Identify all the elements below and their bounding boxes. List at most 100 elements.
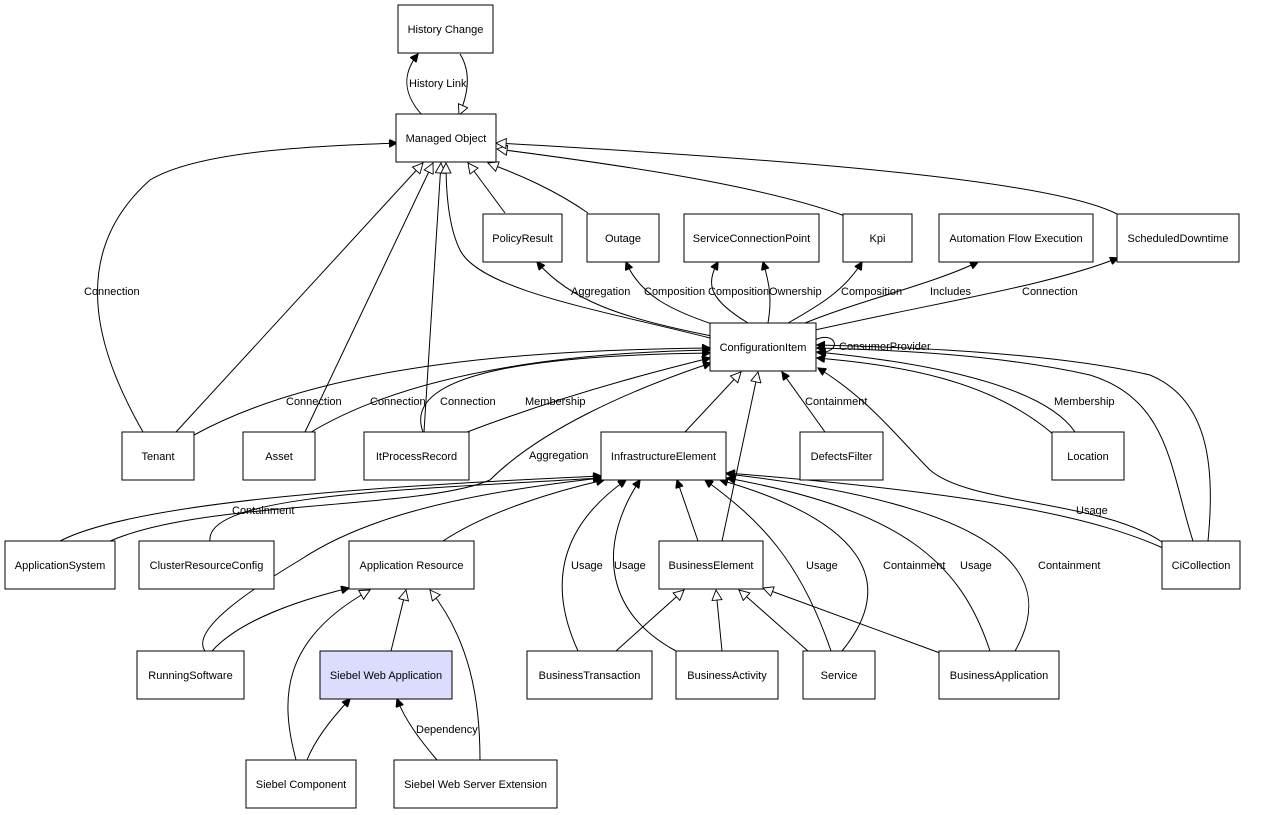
svg-text:Connection: Connection xyxy=(370,396,426,408)
node-ci-collection[interactable]: CiCollection xyxy=(1161,540,1241,590)
node-automation-flow-execution[interactable]: Automation Flow Execution xyxy=(938,213,1094,263)
svg-text:Includes: Includes xyxy=(930,286,971,298)
edge-policyresult-managed-object xyxy=(468,163,506,214)
svg-text:InfrastructureElement: InfrastructureElement xyxy=(611,451,716,463)
node-business-element[interactable]: BusinessElement xyxy=(658,540,764,590)
node-policy-result[interactable]: PolicyResult xyxy=(482,213,563,263)
node-managed-object[interactable]: Managed Object xyxy=(395,113,497,163)
edge-bt-ie-usage: Usage xyxy=(561,480,626,652)
edge-itpr-ci-membership: Membership xyxy=(461,358,710,435)
node-business-activity[interactable]: BusinessActivity xyxy=(675,650,779,700)
svg-text:Composition: Composition xyxy=(644,286,705,298)
svg-text:Containment: Containment xyxy=(1038,560,1100,572)
edge-ba-ie-usage: Usage xyxy=(612,480,677,652)
node-siebel-web-server-extension[interactable]: Siebel Web Server Extension xyxy=(393,759,558,809)
svg-text:Managed Object: Managed Object xyxy=(406,133,487,145)
svg-text:Composition: Composition xyxy=(841,286,902,298)
edge-cicollection-ci-membership xyxy=(818,368,1163,543)
node-cluster-resource-config[interactable]: ClusterResourceConfig xyxy=(138,540,275,590)
edge-asset-ci-connection: Connection xyxy=(307,350,710,435)
edge-runningsoftware-ie xyxy=(202,478,601,652)
svg-text:PolicyResult: PolicyResult xyxy=(492,233,553,245)
edge-itprocessrecord-managed-object xyxy=(423,163,441,433)
node-outage[interactable]: Outage xyxy=(586,213,660,263)
edge-ci-scp-ownership: Ownership xyxy=(763,262,822,324)
edge-service-ie-usage: Containment xyxy=(720,480,945,652)
node-tenant[interactable]: Tenant xyxy=(121,431,195,481)
edge-swse-ar xyxy=(430,590,481,761)
node-kpi[interactable]: Kpi xyxy=(842,213,913,263)
node-siebel-component[interactable]: Siebel Component xyxy=(245,759,357,809)
node-running-software[interactable]: RunningSoftware xyxy=(136,650,245,700)
node-scheduled-downtime[interactable]: ScheduledDowntime xyxy=(1116,213,1240,263)
node-asset[interactable]: Asset xyxy=(242,431,316,481)
svg-text:Outage: Outage xyxy=(605,233,641,245)
node-service-connection-point[interactable]: ServiceConnectionPoint xyxy=(683,213,820,263)
edge-tenant-ci-connection: Connection xyxy=(193,348,710,436)
svg-text:ItProcessRecord: ItProcessRecord xyxy=(376,451,457,463)
node-location[interactable]: Location xyxy=(1051,431,1125,481)
edge-service-be xyxy=(739,590,809,652)
edge-itpr-ci-connection: Connection xyxy=(420,353,710,433)
edge-outage-managed-object xyxy=(488,163,589,214)
svg-text:Connection: Connection xyxy=(1022,286,1078,298)
svg-text:Usage: Usage xyxy=(1076,505,1108,517)
edge-cicollection-ie-usage: Usage xyxy=(727,473,1164,549)
svg-text:Membership: Membership xyxy=(525,396,586,408)
node-infrastructure-element[interactable]: InfrastructureElement xyxy=(600,431,727,481)
node-history-change[interactable]: History Change xyxy=(397,4,494,54)
node-business-transaction[interactable]: BusinessTransaction xyxy=(526,650,653,700)
node-business-application[interactable]: BusinessApplication xyxy=(938,650,1060,700)
svg-text:Application Resource: Application Resource xyxy=(360,560,464,572)
edge-defectsfilter-ci-containment: Containment xyxy=(782,372,867,433)
node-service[interactable]: Service xyxy=(802,650,876,700)
edge-ci-scp-composition: Composition xyxy=(708,262,769,324)
edge-ci-policyresult-aggregation: Aggregation xyxy=(537,262,713,337)
svg-text:ScheduledDowntime: ScheduledDowntime xyxy=(1128,233,1229,245)
edge-be-ie-usage xyxy=(677,480,699,542)
svg-text:BusinessTransaction: BusinessTransaction xyxy=(539,670,641,682)
svg-text:ServiceConnectionPoint: ServiceConnectionPoint xyxy=(693,233,810,245)
svg-text:ConfigurationItem: ConfigurationItem xyxy=(720,342,807,354)
edge-kpi-managed-object xyxy=(497,149,846,217)
svg-text:Dependency: Dependency xyxy=(416,724,478,736)
edge-appsys-ie xyxy=(59,476,601,542)
svg-text:History Link: History Link xyxy=(409,78,467,90)
svg-text:Automation Flow Execution: Automation Flow Execution xyxy=(949,233,1082,245)
edge-history-link: History Link xyxy=(406,54,467,116)
svg-text:Siebel Web Server Extension: Siebel Web Server Extension xyxy=(404,779,547,791)
svg-text:Aggregation: Aggregation xyxy=(571,286,630,298)
svg-text:Containment: Containment xyxy=(232,505,294,517)
node-defects-filter[interactable]: DefectsFilter xyxy=(799,431,884,481)
svg-text:Aggregation: Aggregation xyxy=(529,450,588,462)
svg-text:BusinessElement: BusinessElement xyxy=(669,560,754,572)
svg-text:Asset: Asset xyxy=(265,451,293,463)
svg-text:Ownership: Ownership xyxy=(769,286,822,298)
svg-text:ApplicationSystem: ApplicationSystem xyxy=(15,560,106,572)
svg-text:ClusterResourceConfig: ClusterResourceConfig xyxy=(150,560,264,572)
node-application-system[interactable]: ApplicationSystem xyxy=(4,540,116,590)
edge-ci-scheduleddowntime-connection: Connection xyxy=(814,258,1118,331)
edge-be-ci xyxy=(721,372,758,542)
node-configuration-item[interactable]: ConfigurationItem xyxy=(709,322,817,372)
svg-text:Usage: Usage xyxy=(806,560,838,572)
edge-cicollection-ci-containment xyxy=(817,345,1211,542)
svg-text:Connection: Connection xyxy=(84,286,140,298)
node-application-resource[interactable]: Application Resource xyxy=(348,540,475,590)
svg-text:Location: Location xyxy=(1067,451,1109,463)
node-it-process-record[interactable]: ItProcessRecord xyxy=(363,431,470,481)
edge-ie-ci xyxy=(684,372,741,433)
edge-appsys-ci-aggregation: Aggregation xyxy=(107,363,711,543)
edge-history-inheritance xyxy=(459,53,467,115)
edge-bapp-be xyxy=(763,588,941,654)
svg-text:Service: Service xyxy=(821,670,858,682)
edge-configurationitem-managed-object xyxy=(446,163,711,339)
svg-text:Siebel Web Application: Siebel Web Application xyxy=(330,670,442,682)
node-siebel-web-application[interactable]: Siebel Web Application xyxy=(319,650,453,700)
edge-bapp-ie-usage: Containment xyxy=(727,474,1100,652)
svg-text:DefectsFilter: DefectsFilter xyxy=(811,451,873,463)
svg-text:Containment: Containment xyxy=(805,396,867,408)
edge-service-ie-containment: Usage xyxy=(705,480,838,652)
svg-text:Usage: Usage xyxy=(614,560,646,572)
